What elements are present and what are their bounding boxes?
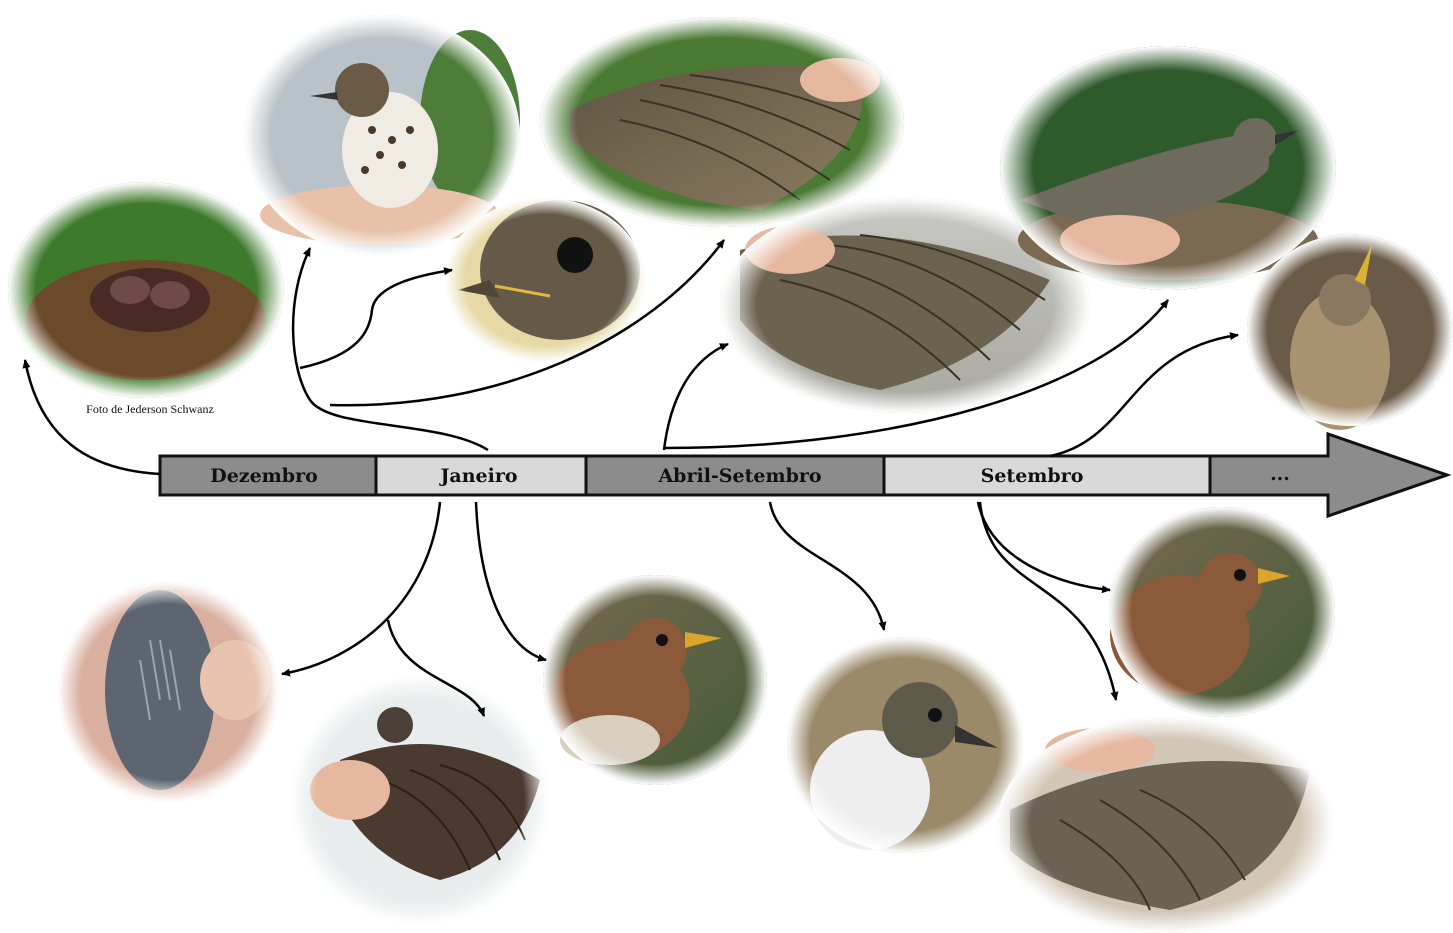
photo-wing-spread-3 — [997, 717, 1333, 933]
label-dezembro: Dezembro — [210, 465, 318, 487]
photo-belly-pin-feathers — [58, 582, 278, 802]
label-setembro: Setembro — [981, 465, 1084, 487]
photo-nest-nestlings — [8, 182, 284, 398]
photo-credit: Foto de Jederson Schwanz — [20, 402, 280, 417]
label-ellipsis: ... — [1270, 463, 1290, 485]
photo-juvenile-wing-1 — [540, 17, 904, 227]
photo-juvenile-head-gape — [445, 198, 645, 362]
photo-head-grey — [787, 637, 1023, 853]
photo-wing-spread-2 — [290, 675, 550, 925]
photo-adult-in-hand — [1000, 46, 1336, 290]
photo-head-rufous-1 — [543, 575, 767, 785]
timeline-arrowhead — [1210, 434, 1447, 516]
label-janeiro: Janeiro — [438, 465, 517, 487]
label-abril-setembro: Abril-Setembro — [657, 465, 821, 487]
photo-head-rufous-2 — [1109, 507, 1335, 717]
timeline: Dezembro Janeiro Abril-Setembro Setembro… — [160, 434, 1447, 516]
photo-adult-head-up — [1247, 234, 1453, 430]
